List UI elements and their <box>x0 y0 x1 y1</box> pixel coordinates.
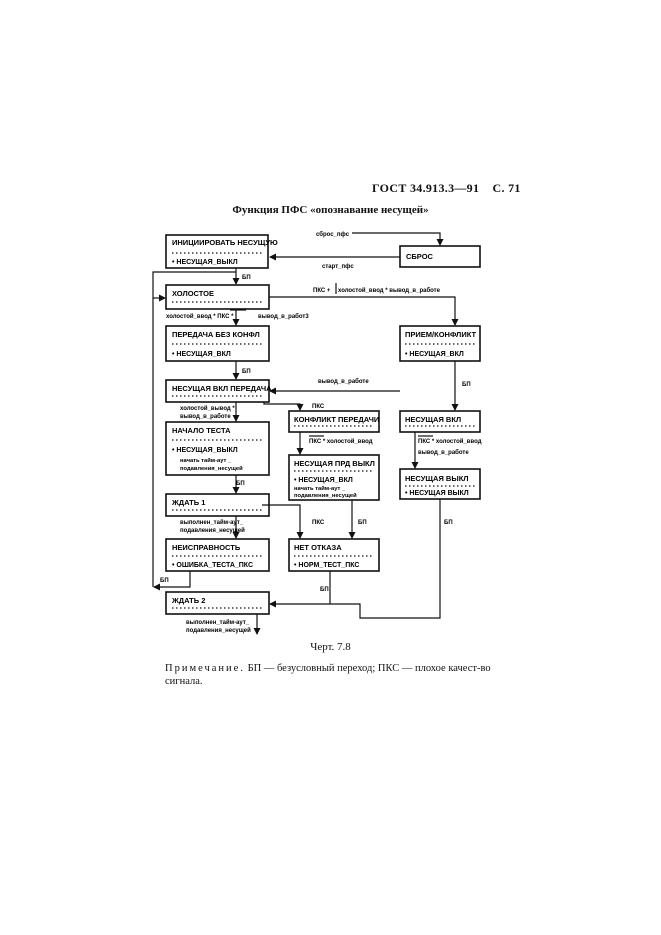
label-star-part: * <box>230 314 235 320</box>
label-idle-input-part: холостой_ввод * <box>166 313 217 320</box>
note-paragraph: Примечание. БП — безусловный переход; ПК… <box>165 662 515 688</box>
reset-title: СБРОС <box>406 252 434 261</box>
label-start-pfs: старт_пфс <box>322 263 354 270</box>
tx-conflict-title: КОНФЛИКТ ПЕРЕДАЧИ <box>294 415 379 424</box>
label-bp8: БП <box>320 587 329 593</box>
init-action: • НЕСУЩАЯ_ВЫКЛ <box>172 259 238 266</box>
state-tx-no-conf-box <box>165 325 270 362</box>
note-text: БП — безусловный переход; ПКС — плохое к… <box>165 663 491 687</box>
fault-action: • ОШИБКА_ТЕСТА_ПКС <box>172 562 253 569</box>
state-rx-conf-box <box>399 325 481 362</box>
state-carrier-on-box <box>399 410 481 433</box>
carrier-tx-off-title: НЕСУЩАЯ ПРД ВЫКЛ <box>294 459 375 468</box>
label-output-in-work: вывод_в_работе <box>318 378 369 385</box>
label-bp7: БП <box>160 578 169 584</box>
carrier-tx-off-note1: начать тайм-аут _ <box>294 485 346 492</box>
carrier-tx-off-action: • НЕСУЩАЯ_ВКЛ <box>294 477 353 484</box>
test-start-action: • НЕСУЩАЯ_ВЫКЛ <box>172 447 238 454</box>
no-fault-title: НЕТ ОТКАЗА <box>294 543 342 552</box>
label-idle-input-1: * холостой_ввод <box>321 438 372 445</box>
init-title: ИНИЦИИРОВАТЬ НЕСУЩУЮ <box>172 238 278 247</box>
diagram-title: Функция ПФС «опознавание несущей» <box>232 204 429 216</box>
label-output-work3: вывод_в_работ3 <box>258 313 309 320</box>
label-idle-input-2: * холостой_ввод <box>430 438 481 445</box>
label-output-in-work-2: вывод_в_работе <box>418 449 469 456</box>
rx-conf-action: • НЕСУЩАЯ_ВКЛ <box>405 351 464 358</box>
label-bp5: БП <box>358 520 367 526</box>
arrow-carrier-on-tx-tx-conflict <box>263 402 304 411</box>
no-fault-action: • НОРМ_ТЕСТ_ПКС <box>294 562 359 569</box>
label-pks2: ПКС <box>312 520 325 526</box>
state-no-fault-box <box>288 538 380 572</box>
standard-number: ГОСТ 34.913.3—91 <box>372 181 480 195</box>
tx-no-conf-action: • НЕСУЩАЯ_ВКЛ <box>172 351 231 358</box>
loop-line <box>152 271 236 587</box>
label-bp3: БП <box>462 382 471 388</box>
label-reset-pfs: сброс_пфс <box>316 231 350 238</box>
label-timeout-done-1: выполнен_тайм-аут_ <box>180 519 244 526</box>
state-tx-conflict-box <box>288 410 380 433</box>
arrow-fault-loop <box>153 571 191 591</box>
arrow-idle-rx-conf <box>269 296 459 326</box>
carrier-tx-off-note2: подавления_несущей <box>294 492 357 499</box>
label-bp6: БП <box>444 520 453 526</box>
state-init-box <box>165 234 269 269</box>
arrow-wait1-no-fault <box>262 504 304 539</box>
state-fault-box <box>165 538 270 572</box>
label-timeout-done-2: подавления_несущей <box>180 527 245 534</box>
label-not-pks-idle-input-2: ПКС * холостой_ввод <box>418 438 482 445</box>
page-header: ГОСТ 34.913.3—91 С. 71 <box>372 181 521 196</box>
label-not-pks-1: ПКС <box>309 439 322 445</box>
state-test-start-box <box>165 421 270 476</box>
carrier-off-action: • НЕСУЩАЯ ВЫКЛ <box>405 490 469 497</box>
note-head: Примечание. <box>165 663 245 674</box>
carrier-on-tx-title: НЕСУЩАЯ ВКЛ ПЕРЕДАЧА <box>172 384 272 393</box>
idle-title: ХОЛОСТОЕ <box>172 289 214 298</box>
label-pks1: ПКС <box>312 404 325 410</box>
arrow-carrier-off-wait2 <box>269 499 441 619</box>
fault-title: НЕИСПРАВНОСТЬ <box>172 543 241 552</box>
state-carrier-tx-off-box <box>288 454 380 501</box>
figure-caption: Черт. 7.8 <box>310 641 351 653</box>
rx-conf-title: ПРИЕМ/КОНФЛИКТ <box>405 330 476 339</box>
label-idle-input-not-pks: холостой_ввод * ПКС * <box>166 313 234 320</box>
tx-no-conf-title: ПЕРЕДАЧА БЕЗ КОНФЛ <box>172 330 260 339</box>
page-number: С. 71 <box>492 181 521 195</box>
label-timeout-done-4: подавления_несущей <box>186 627 251 634</box>
label-not-pks-idle-input-1: ПКС * холостой_ввод <box>309 438 373 445</box>
test-start-note2: подавления_несущей <box>180 465 243 472</box>
label-bp2: БП <box>242 369 251 375</box>
carrier-on-title: НЕСУЩАЯ ВКЛ <box>405 415 461 424</box>
label-not-pks-part: ПКС <box>217 314 230 320</box>
label-timeout-done-3: выполнен_тайм-аут_ <box>186 619 250 626</box>
wait2-title: ЖДАТЬ 2 <box>171 596 205 605</box>
label-idle-output-1: холостой_вывод * <box>180 405 235 412</box>
test-start-note1: начать тайм-аут _ <box>180 457 232 464</box>
wait1-title: ЖДАТЬ 1 <box>171 498 205 507</box>
arrow-reset-pfs <box>352 232 444 246</box>
carrier-off-title: НЕСУЩАЯ ВЫКЛ <box>405 474 469 483</box>
label-idle-input-output: холостой_ввод * вывод_в_работе <box>338 287 441 294</box>
label-idle-output-2: вывод_в_работе <box>180 413 231 420</box>
label-bp1: БП <box>242 275 251 281</box>
label-pks-idle: ПКС + <box>313 288 331 294</box>
label-bp4: БП <box>236 481 245 487</box>
label-not-pks-2: ПКС <box>418 439 431 445</box>
test-start-title: НАЧАЛО ТЕСТА <box>172 426 231 435</box>
